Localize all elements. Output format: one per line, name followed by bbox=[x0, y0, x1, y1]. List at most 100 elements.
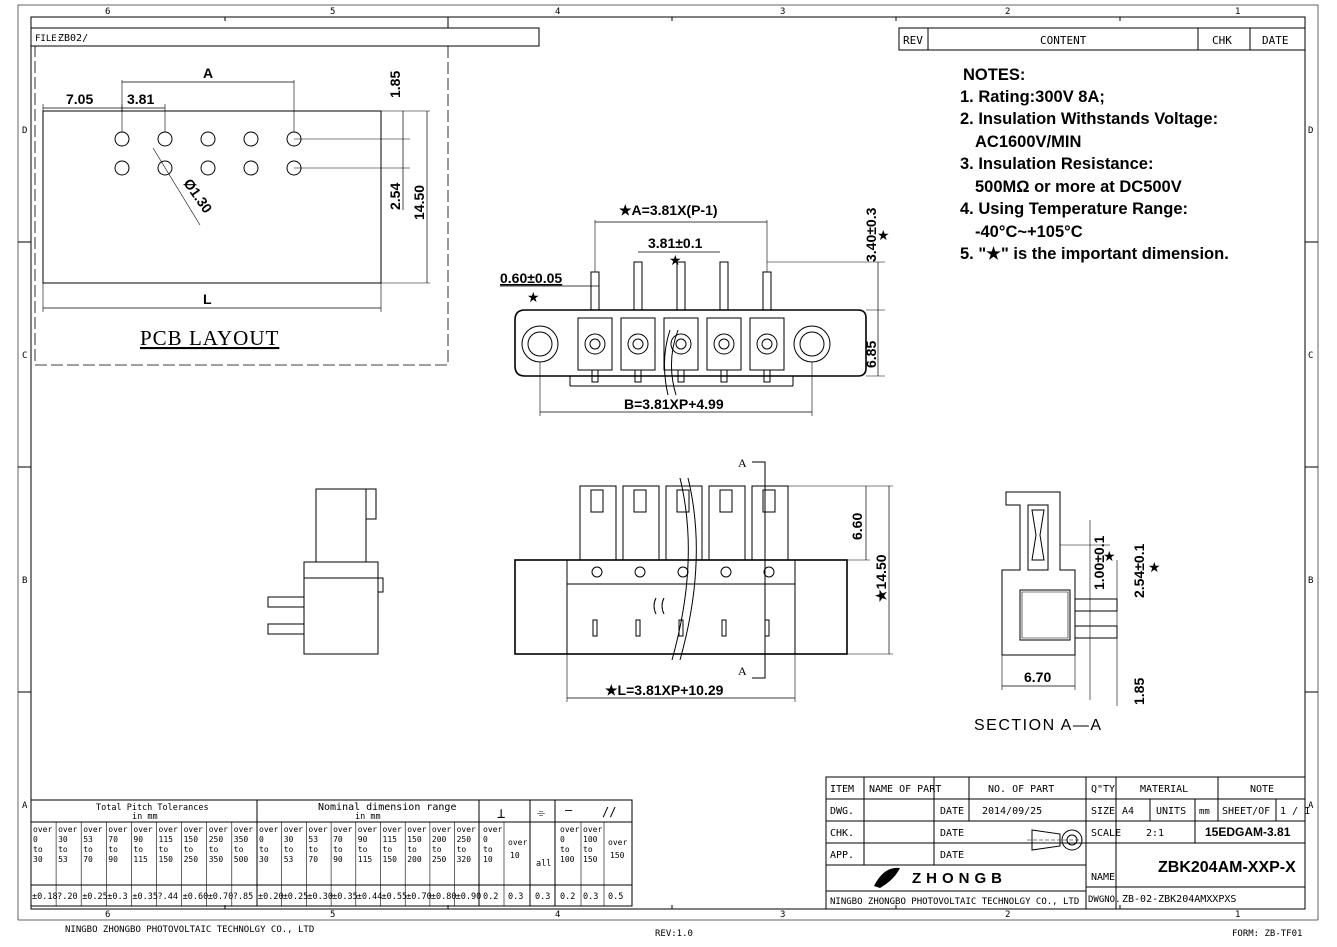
nom-range-2-0: over bbox=[308, 825, 327, 834]
top-dim-a: ★A=3.81X(P-1) bbox=[619, 202, 718, 218]
nom-tol-1: ±0.25 bbox=[283, 892, 309, 902]
top-dim-pin-len: 3.40±0.3 bbox=[863, 207, 879, 262]
nom-tol-3: ±0.35 bbox=[332, 892, 358, 902]
pitch-range-8-2: to bbox=[234, 845, 244, 854]
pitch-range-2-1: 53 bbox=[83, 835, 93, 844]
perp-range-1-0: over bbox=[508, 838, 527, 847]
tb-scale: SCALE bbox=[1091, 828, 1121, 839]
pitch-range-3-1: 70 bbox=[108, 835, 118, 844]
tb-note: NOTE bbox=[1250, 784, 1274, 795]
tb-size: SIZE bbox=[1091, 806, 1115, 817]
pcb-holes bbox=[114, 131, 302, 176]
flat-range-1-1: 100 bbox=[583, 835, 598, 844]
tolerance-table: Total Pitch Tolerances in mm Nominal dim… bbox=[30, 799, 633, 907]
row-label-d-right: D bbox=[1308, 126, 1313, 136]
pcb-layout-title: PCB LAYOUT bbox=[140, 326, 279, 350]
nom-range-1-2: to bbox=[284, 845, 294, 854]
pitch-tol-5: ?.44 bbox=[158, 892, 178, 902]
perp-range-1-1: 10 bbox=[510, 851, 520, 860]
nom-tol-5: ±0.55 bbox=[382, 892, 408, 902]
perp-range-0-1: 0 bbox=[483, 835, 488, 844]
perp-symbol: ⊥ bbox=[497, 806, 505, 822]
pitch-range-5-0: over bbox=[159, 825, 178, 834]
tb-material: MATERIAL bbox=[1140, 784, 1188, 795]
pitch-tol-4: ±0.35 bbox=[132, 892, 158, 902]
nom-range-7-0: over bbox=[432, 825, 451, 834]
pcb-dim-pitch: 3.81 bbox=[127, 91, 154, 107]
section-title: SECTION A—A bbox=[974, 717, 1103, 734]
col-label-5-bottom: 5 bbox=[330, 910, 335, 920]
pitch-range-3-3: 90 bbox=[108, 855, 118, 864]
pitch-tol-7: ±0.70 bbox=[208, 892, 234, 902]
pitch-range-7-0: over bbox=[209, 825, 228, 834]
pcb-dim-offset: 7.05 bbox=[66, 91, 93, 107]
note-line-1: 1. Rating:300V 8A; bbox=[960, 88, 1105, 106]
nom-range-0-0: over bbox=[259, 825, 278, 834]
pcb-dim-top: 1.85 bbox=[387, 71, 403, 98]
perp-range-0-2: to bbox=[483, 845, 493, 854]
nom-dim-sub: in mm bbox=[355, 812, 381, 822]
top-view: ★A=3.81X(P-1) 3.81±0.1 ★ 0.60±0.05 ★ 3.4… bbox=[500, 202, 890, 416]
pitch-range-8-1: 350 bbox=[234, 835, 249, 844]
tb-dwgno-val: ZB-02-ZBK204AMXXPXS bbox=[1122, 894, 1236, 905]
title-block: ITEM NAME OF PART NO. OF PART Q"TY MATER… bbox=[825, 776, 1310, 910]
par-symbol: // bbox=[602, 805, 616, 819]
col-label-5: 5 bbox=[330, 7, 335, 17]
pitch-range-5-3: 150 bbox=[159, 855, 174, 864]
tb-company: NINGBO ZHONGBO PHOTOVOLTAIC TECHNOLGY CO… bbox=[830, 897, 1079, 907]
content-header: CONTENT bbox=[1040, 34, 1087, 47]
footer-company: NINGBO ZHONGBO PHOTOVOLTAIC TECHNOLGY CO… bbox=[65, 925, 314, 935]
projection-symbol-icon bbox=[1027, 829, 1083, 851]
tb-chk-date-label: DATE bbox=[940, 828, 964, 839]
section-dim-d1: 1.00±0.1 bbox=[1091, 535, 1107, 590]
flat-range-1-0: over bbox=[583, 825, 602, 834]
pitch-tol-6: ±0.60 bbox=[183, 892, 209, 902]
logo-text: ZHONGB bbox=[912, 870, 1007, 887]
tb-series: 15EDGAM-3.81 bbox=[1205, 825, 1291, 839]
pitch-tol-title: Total Pitch Tolerances bbox=[96, 803, 209, 813]
pitch-range-6-1: 150 bbox=[184, 835, 199, 844]
flat-tol-0: 0.2 bbox=[560, 892, 575, 902]
pitch-tol-8: ?.85 bbox=[233, 892, 253, 902]
pitch-range-4-1: 90 bbox=[133, 835, 143, 844]
pitch-range-4-2: to bbox=[133, 845, 143, 854]
nom-range-7-3: 250 bbox=[432, 855, 447, 864]
nom-range-3-2: to bbox=[333, 845, 343, 854]
notes-block: NOTES: 1. Rating:300V 8A; 2. Insulation … bbox=[960, 66, 1229, 263]
pitch-range-7-2: to bbox=[209, 845, 219, 854]
row-label-a: A bbox=[22, 801, 28, 811]
tb-dwg-date-label: DATE bbox=[940, 806, 964, 817]
nom-range-1-3: 53 bbox=[284, 855, 294, 864]
note-line-5: 500MΩ or more at DC500V bbox=[975, 178, 1182, 196]
top-dim-pin-star: ★ bbox=[527, 289, 540, 305]
side-view bbox=[267, 488, 384, 655]
pcb-dim-row-pitch: 2.54 bbox=[387, 183, 403, 210]
pitch-tol-sub: in mm bbox=[132, 812, 158, 822]
nom-range-8-3: 320 bbox=[457, 855, 472, 864]
file-prefix: FILE: bbox=[35, 34, 62, 44]
nom-range-2-3: 70 bbox=[308, 855, 318, 864]
tb-dwgno: DWGNO. bbox=[1088, 895, 1121, 905]
flat-range-0-1: 0 bbox=[560, 835, 565, 844]
sym-symbol: ⌯ bbox=[537, 808, 545, 819]
pitch-range-2-3: 70 bbox=[83, 855, 93, 864]
date-header: DATE bbox=[1262, 34, 1289, 47]
row-label-d: D bbox=[22, 126, 27, 136]
row-label-c: C bbox=[22, 351, 27, 361]
pitch-range-4-3: 115 bbox=[133, 855, 148, 864]
pitch-range-7-3: 350 bbox=[209, 855, 224, 864]
flat-tol-1: 0.3 bbox=[583, 892, 598, 902]
pitch-range-8-3: 500 bbox=[234, 855, 249, 864]
nom-range-1-0: over bbox=[284, 825, 303, 834]
nom-range-2-1: 53 bbox=[308, 835, 318, 844]
nom-tol-7: ±0.80 bbox=[431, 892, 457, 902]
front-dim-l: ★L=3.81XP+10.29 bbox=[605, 682, 724, 698]
section-view: 1.00±0.1 ★ 2.54±0.1 ★ 6.70 1.85 SECTION … bbox=[974, 491, 1161, 734]
flat-range-0-0: over bbox=[560, 825, 579, 834]
chk-header: CHK bbox=[1212, 34, 1232, 47]
pitch-range-1-2: to bbox=[58, 845, 68, 854]
pcb-dim-l: L bbox=[203, 291, 212, 307]
tb-app-date-label: DATE bbox=[940, 850, 964, 861]
footer-rev: REV:1.0 bbox=[655, 929, 693, 939]
top-dim-pitch: 3.81±0.1 bbox=[648, 235, 703, 251]
